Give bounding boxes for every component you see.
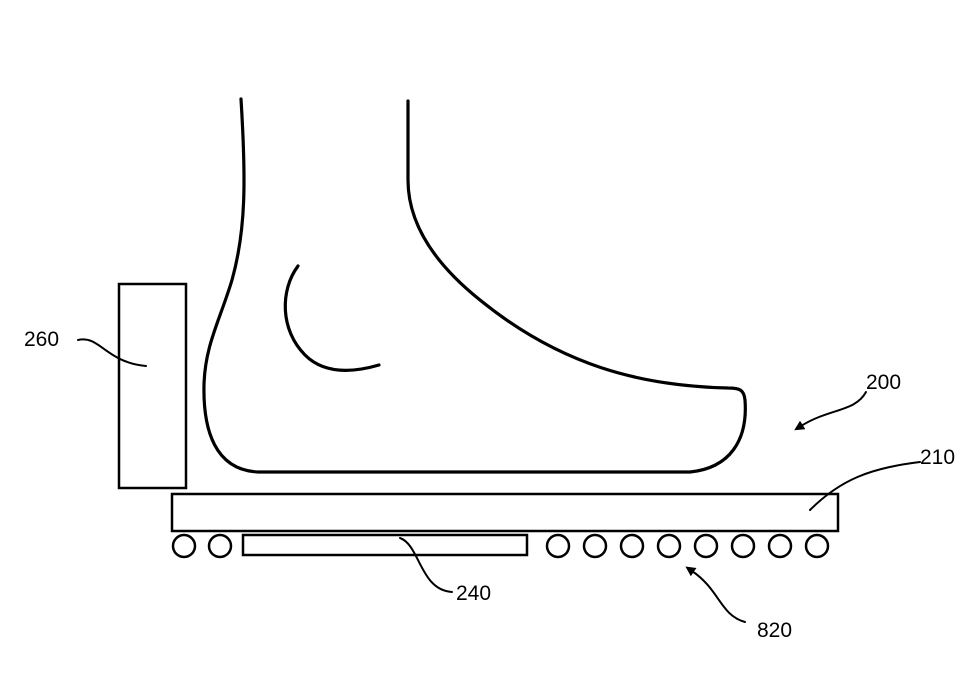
ankle-arc <box>283 264 381 372</box>
plate-210 <box>170 492 840 533</box>
roller <box>582 533 608 559</box>
roller <box>171 533 197 559</box>
block-260 <box>117 282 188 490</box>
foot-outline <box>202 97 747 474</box>
roller <box>730 533 756 559</box>
label-210: 210 <box>920 446 955 469</box>
label-260: 260 <box>24 328 59 351</box>
label-240: 240 <box>456 582 491 605</box>
leader-240 <box>399 537 453 593</box>
roller <box>207 533 233 559</box>
label-200: 200 <box>866 371 901 394</box>
roller <box>545 533 571 559</box>
leader-260 <box>77 338 147 367</box>
roller <box>693 533 719 559</box>
label-820: 820 <box>757 619 792 642</box>
rollers <box>171 533 830 559</box>
roller <box>804 533 830 559</box>
roller <box>656 533 682 559</box>
arrow-820 <box>685 566 746 623</box>
roller <box>767 533 793 559</box>
roller <box>619 533 645 559</box>
sensor-240 <box>241 533 529 557</box>
arrow-200 <box>794 391 867 431</box>
leader-210 <box>809 461 921 511</box>
